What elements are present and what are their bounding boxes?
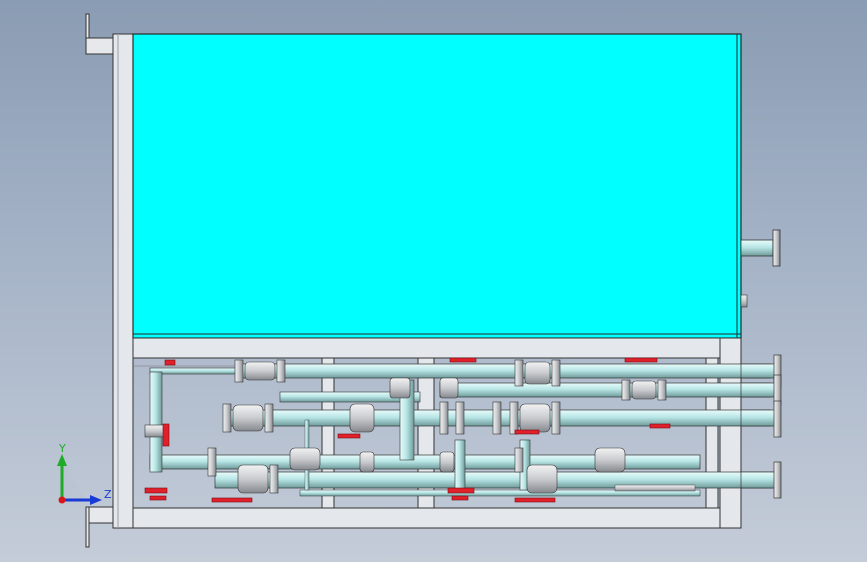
valve-bodies[interactable] — [207, 359, 696, 494]
coordinate-triad: Y Z — [57, 442, 112, 505]
tank-side-nozzle[interactable] — [740, 229, 781, 308]
z-axis-label: Z — [104, 488, 112, 501]
left-mount-bracket — [85, 13, 115, 548]
y-arrow-head — [57, 454, 67, 466]
frame-left-post — [112, 33, 134, 529]
outlet-nozzles[interactable] — [740, 354, 782, 499]
tank-body[interactable] — [132, 33, 742, 339]
pipe-run-lower[interactable] — [149, 454, 776, 497]
triad-plane — [62, 460, 86, 500]
z-arrow-head — [90, 495, 102, 505]
y-axis-label: Y — [58, 442, 66, 455]
x-axis-dot — [58, 496, 66, 504]
valve-handles[interactable] — [144, 357, 671, 503]
